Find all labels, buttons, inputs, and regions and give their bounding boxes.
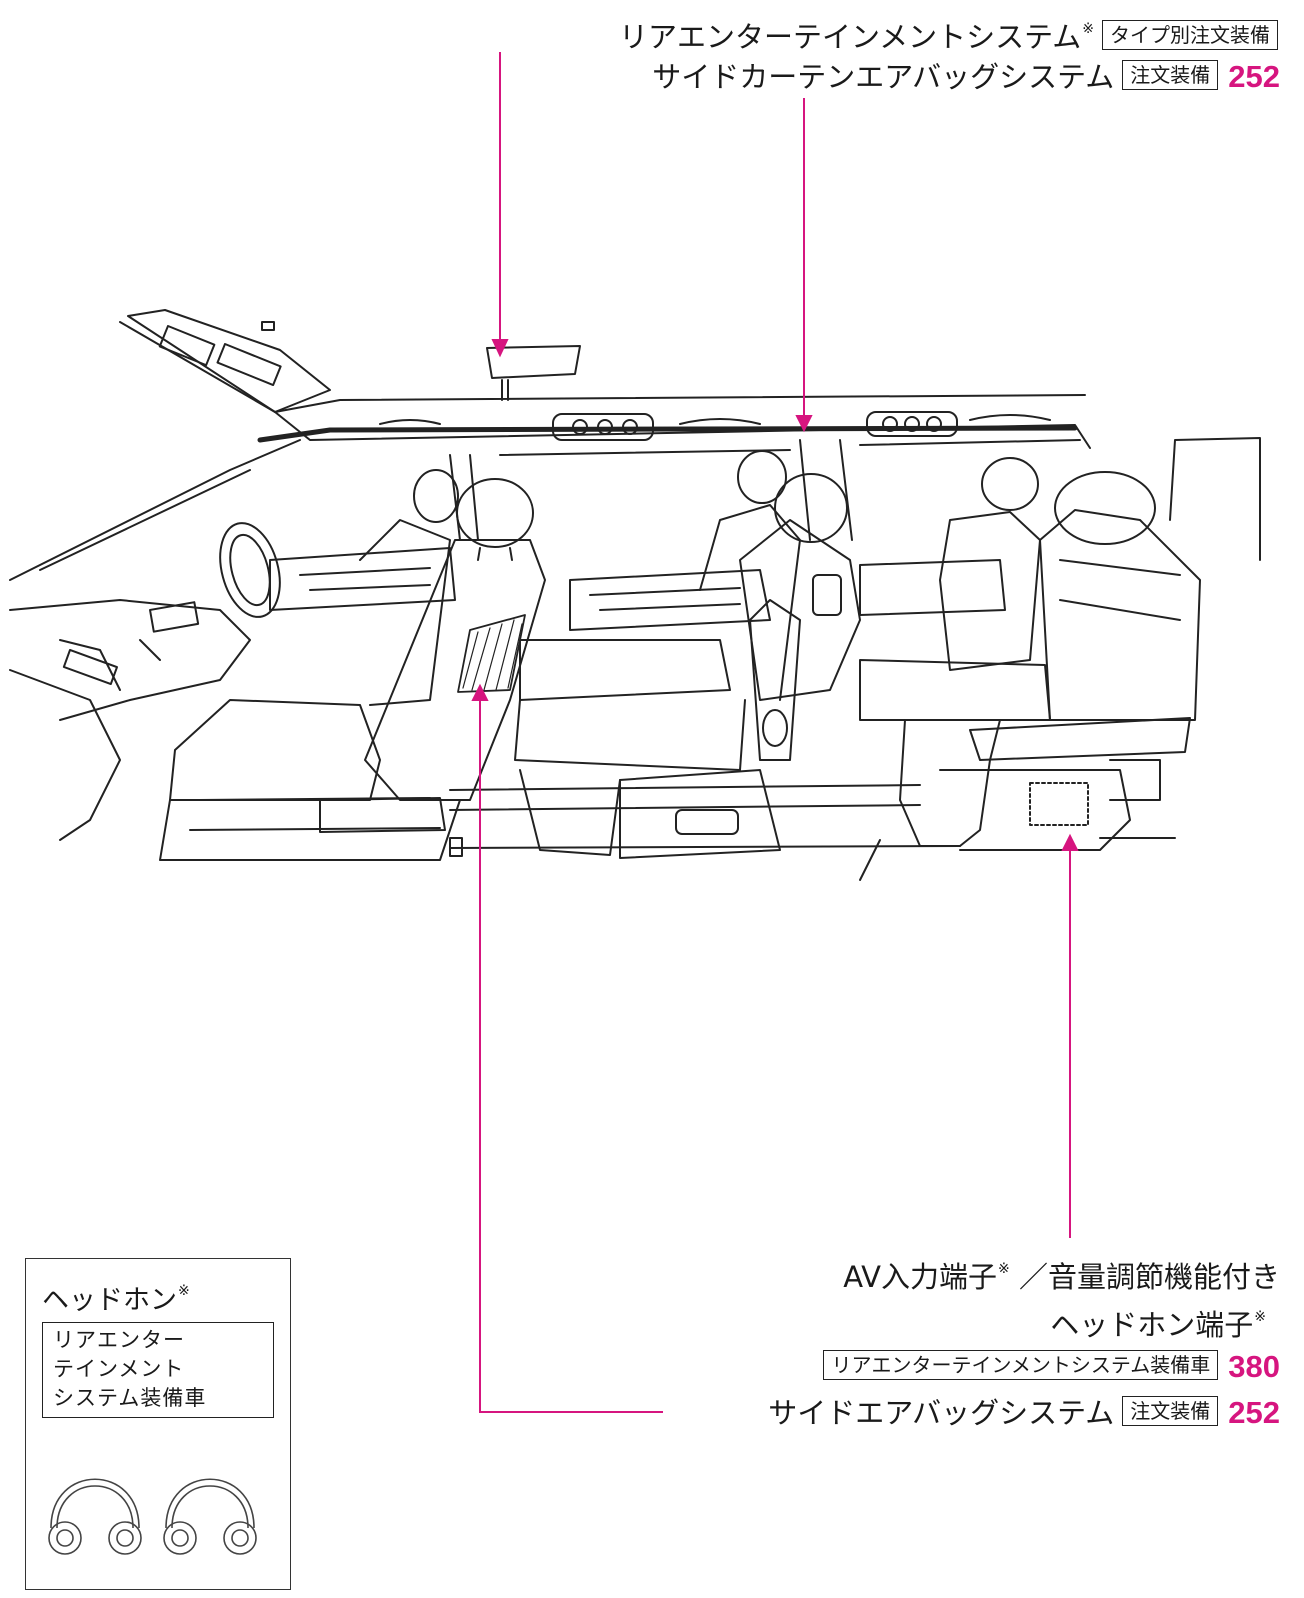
callout-text: サイドカーテンエアバッグシステム	[652, 60, 1114, 94]
c-pillar	[800, 440, 852, 540]
option-badge: リアエンターテインメントシステム装備車	[823, 1350, 1218, 1380]
option-badge: 注文装備	[1122, 60, 1218, 90]
badge-line: テインメント	[53, 1355, 263, 1384]
windshield	[10, 440, 300, 580]
second-row-headrest	[775, 474, 847, 542]
callout-text: リアエンターテインメントシステム	[619, 20, 1081, 54]
second-row-seat-left	[520, 640, 730, 700]
callout-side-curtain-airbag: サイドカーテンエアバッグシステム注文装備 252	[652, 60, 1280, 94]
leader-lines	[473, 52, 1077, 1412]
badge-line: システム装備車	[53, 1384, 263, 1413]
floor-rail	[450, 785, 1175, 848]
front-headrest	[457, 479, 533, 547]
page-reference[interactable]: 380	[1228, 1349, 1280, 1384]
callout-text: ヘッドホン端子	[1050, 1308, 1253, 1342]
rear-window	[1170, 438, 1260, 560]
callout-text: AV入力端子	[843, 1260, 997, 1294]
headphones-title: ヘッドホン	[42, 1285, 177, 1316]
callout-side-airbag: サイドエアバッグシステム注文装備 252	[768, 1396, 1280, 1430]
option-badge: タイプ別注文装備	[1102, 20, 1278, 50]
steering-wheel	[211, 516, 290, 623]
b-pillar	[450, 455, 478, 540]
callout-text: ／音量調節機能付き	[1019, 1260, 1280, 1294]
rear-door-panel	[570, 570, 770, 630]
third-row-headrest	[1055, 472, 1155, 544]
option-badge: 注文装備	[1122, 1396, 1218, 1426]
note-mark: ※	[1254, 1309, 1266, 1325]
callout-text: サイドエアバッグシステム	[768, 1396, 1114, 1430]
leader-side-airbag	[480, 690, 663, 1412]
headphones-panel: ヘッドホン※ リアエンター テインメント システム装備車	[25, 1258, 291, 1590]
front-seat-left	[170, 700, 380, 800]
page-reference[interactable]: 252	[1228, 59, 1280, 94]
panel-title: ヘッドホン※	[42, 1275, 190, 1317]
roof-line	[120, 322, 1085, 412]
callout-av-input-badge: リアエンターテインメントシステム装備車 380	[815, 1350, 1280, 1384]
page-reference[interactable]: 252	[1228, 1395, 1280, 1430]
third-door-panel	[860, 560, 1005, 615]
third-row-seat-left	[940, 512, 1040, 670]
panel-badge: リアエンター テインメント システム装備車	[42, 1322, 274, 1418]
rear-armrest	[970, 718, 1190, 760]
note-mark: ※	[1082, 21, 1094, 37]
av-input-port	[1030, 783, 1088, 825]
note-mark: ※	[998, 1261, 1010, 1277]
callout-av-input-line2: ヘッドホン端子※	[1050, 1300, 1266, 1342]
badge-line: リアエンター	[53, 1326, 263, 1355]
roof-vent-2	[867, 412, 957, 436]
overhead-console	[128, 310, 330, 412]
note-mark: ※	[178, 1283, 190, 1299]
callout-rear-entertainment: リアエンターテインメントシステム※ タイプ別注文装備	[619, 12, 1278, 54]
dashboard	[10, 600, 250, 720]
callout-av-input-line1: AV入力端子※ ／音量調節機能付き	[843, 1252, 1280, 1294]
